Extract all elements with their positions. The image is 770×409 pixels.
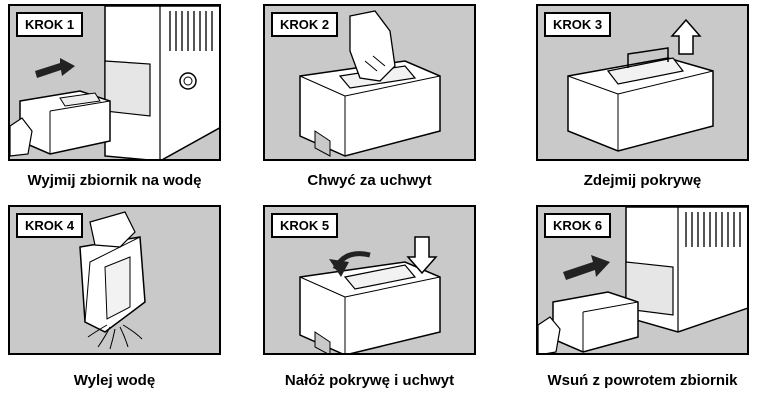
step-6-badge: KROK 6 (544, 213, 612, 238)
step-2-panel: KROK 2 (263, 4, 476, 161)
insert-tank-illustration (538, 207, 747, 353)
step-5-badge: KROK 5 (271, 213, 339, 238)
remove-tank-illustration (10, 6, 219, 159)
step-2-caption: Chwyć za uchwyt (307, 172, 432, 189)
step-5-caption: Nałóż pokrywę i uchwyt (284, 372, 455, 389)
step-1-panel: KROK 1 (8, 4, 221, 161)
step-3-badge: KROK 3 (544, 12, 612, 37)
step-6-panel: KROK 6 (536, 205, 749, 355)
step-3-panel: KROK 3 (536, 4, 749, 161)
attach-lid-illustration (299, 236, 441, 353)
step-4-badge: KROK 4 (16, 213, 84, 238)
step-4-caption: Wylej wodę (73, 372, 156, 389)
step-1-badge: KROK 1 (16, 12, 84, 37)
step-5-panel: KROK 5 (263, 205, 476, 355)
step-4-panel: KROK 4 (8, 205, 221, 355)
step-1-caption: Wyjmij zbiornik na wodę (27, 172, 202, 189)
step-2-badge: KROK 2 (271, 12, 339, 37)
remove-lid-illustration (567, 18, 714, 152)
pour-water-illustration (79, 211, 146, 350)
grab-handle-illustration (299, 10, 441, 157)
step-6-caption: Wsuń z powrotem zbiornik (547, 372, 738, 389)
step-3-caption: Zdejmij pokrywę (583, 172, 702, 189)
